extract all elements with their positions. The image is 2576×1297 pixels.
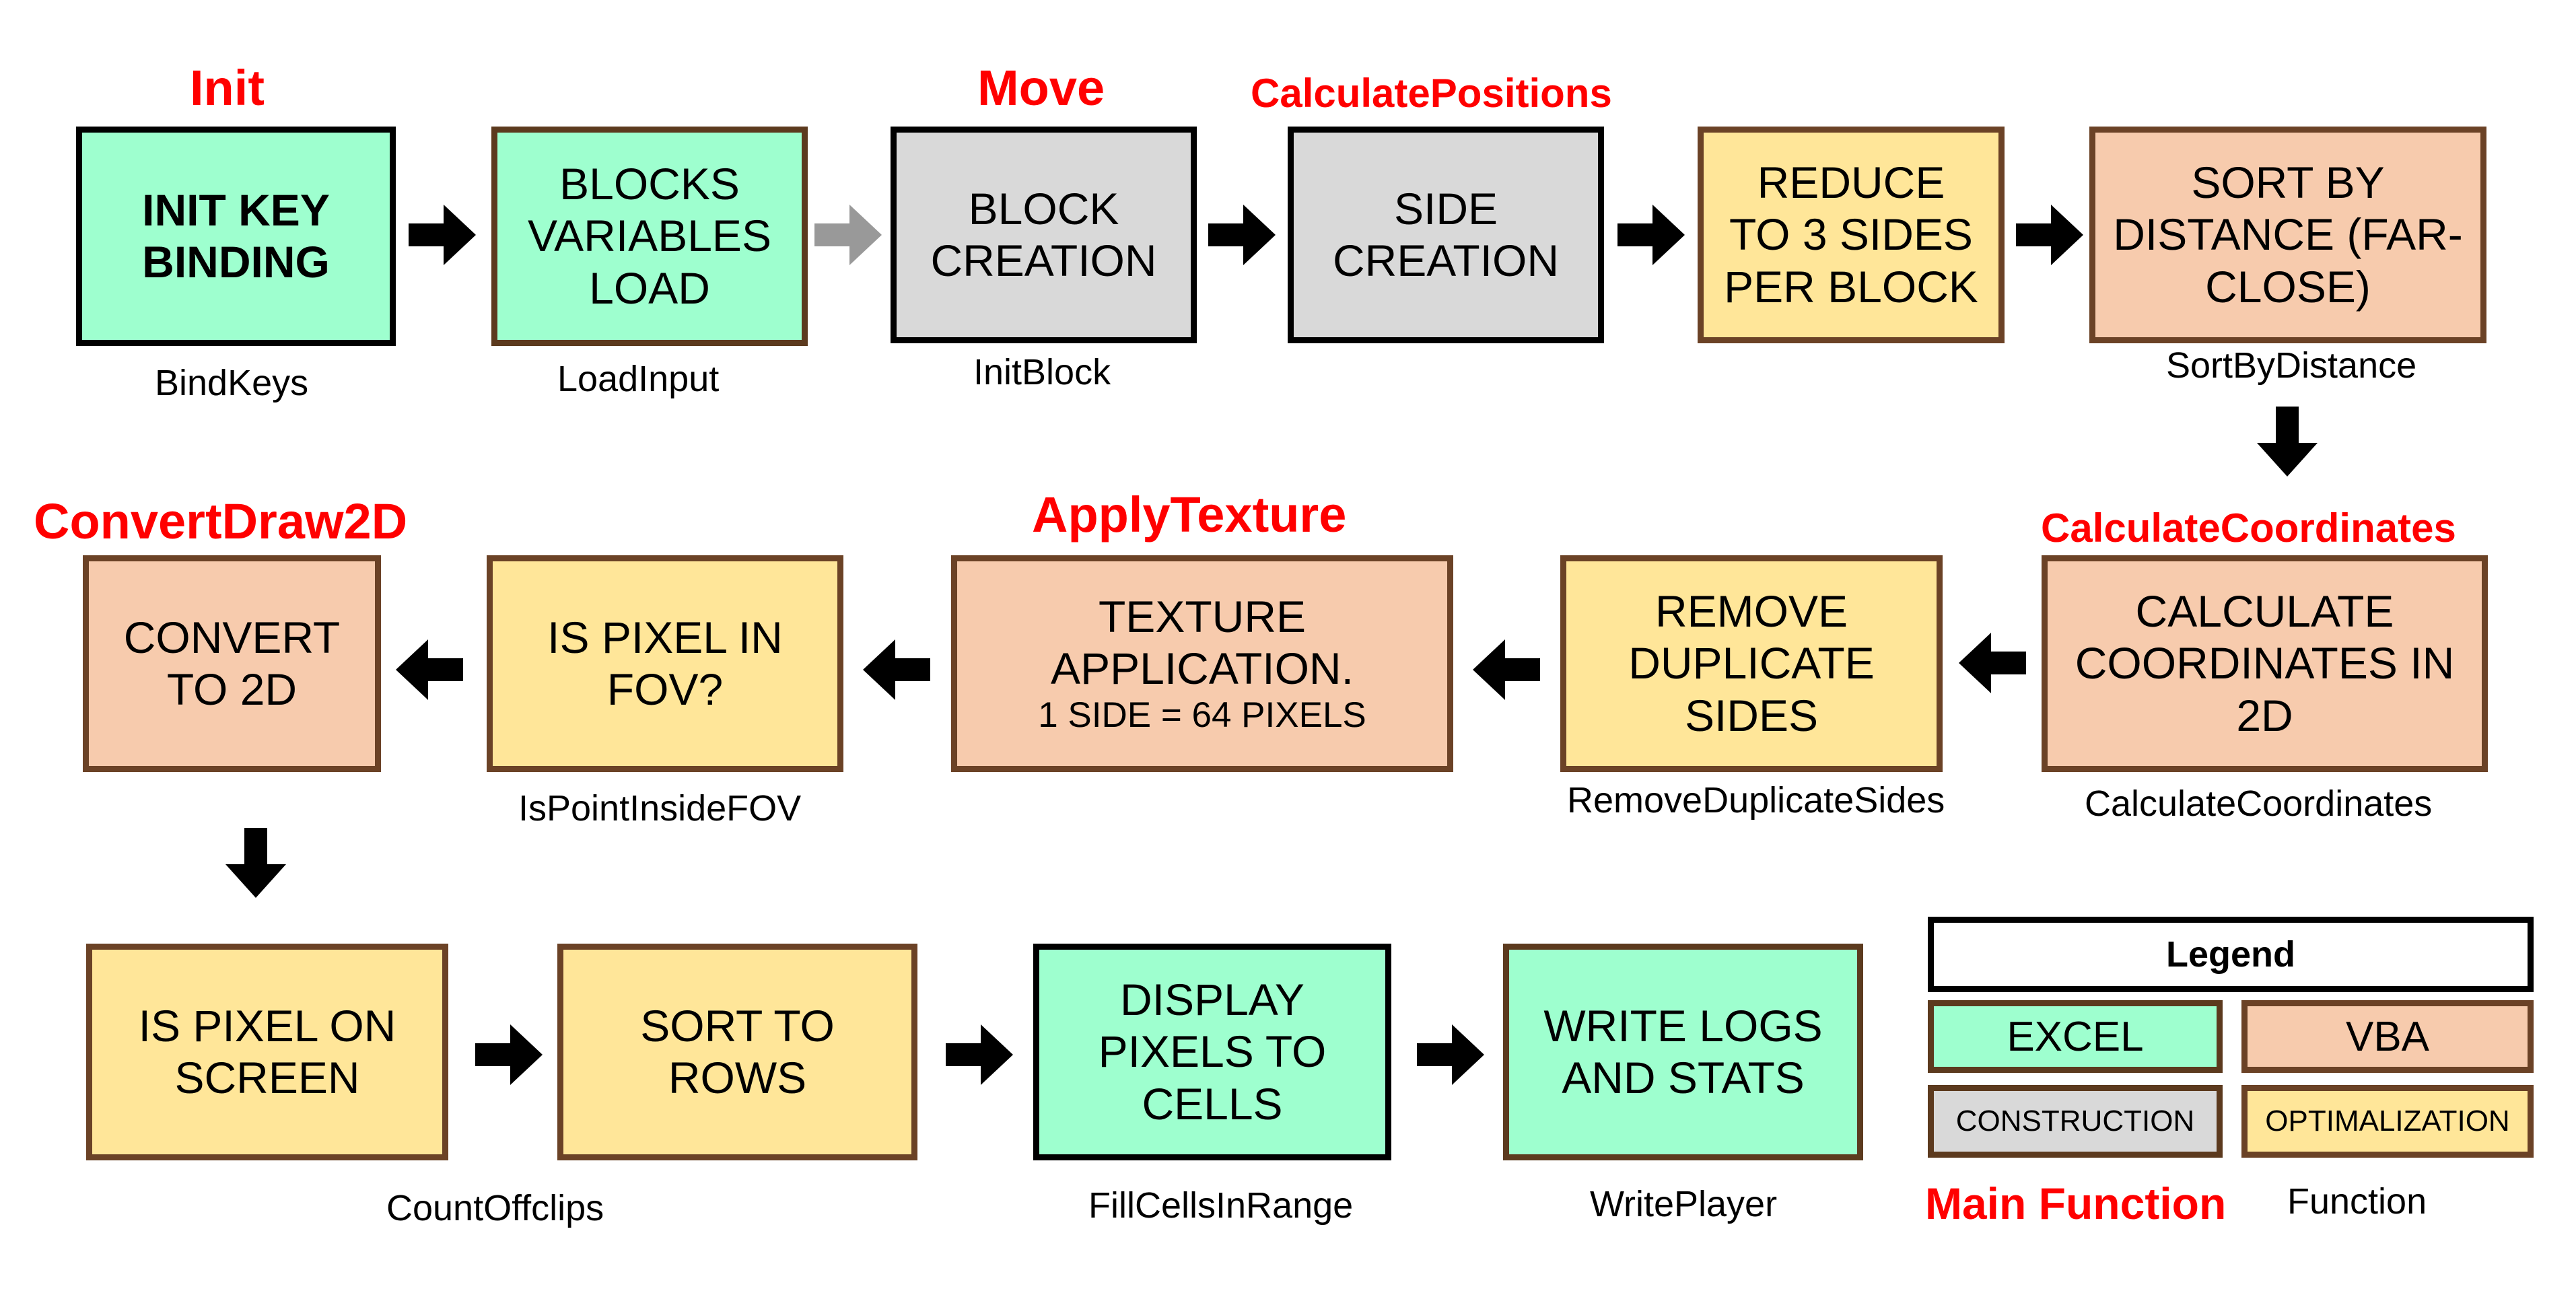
step-line: LOAD: [589, 262, 710, 313]
step-is-pixel-in-fov: IS PIXEL IN FOV?: [487, 555, 843, 772]
step-line: REDUCE: [1757, 157, 1945, 208]
step-display-pixels: DISPLAY PIXELS TO CELLS: [1033, 944, 1391, 1160]
legend-optimalization: OPTIMALIZATION: [2241, 1085, 2534, 1158]
step-line: WRITE LOGS: [1543, 1000, 1823, 1051]
step-reduce-sides: REDUCE TO 3 SIDES PER BLOCK: [1698, 127, 2005, 343]
step-line: CREATION: [1332, 236, 1560, 285]
step-line: PER BLOCK: [1724, 261, 1978, 312]
step-sort-by-distance: SORT BY DISTANCE (FAR- CLOSE): [2089, 127, 2486, 343]
function-label-loadinput: LoadInput: [557, 359, 720, 399]
step-line: VARIABLES: [528, 211, 771, 261]
main-function-calculate-coordinates: CalculateCoordinates: [2041, 505, 2456, 551]
step-calculate-coordinates: CALCULATE COORDINATES IN 2D: [2042, 555, 2488, 772]
step-line: TO 3 SIDES: [1729, 209, 1973, 260]
arrow-down-icon: [225, 828, 286, 898]
main-function-apply-texture: ApplyTexture: [1032, 487, 1347, 542]
step-line: CONVERT: [123, 612, 341, 662]
step-line: CLOSE): [2205, 261, 2371, 312]
step-line: COORDINATES IN: [2075, 638, 2455, 689]
arrow-right-icon: [1208, 205, 1276, 265]
step-line: PIXELS TO: [1098, 1026, 1327, 1077]
step-line: AND STATS: [1562, 1053, 1805, 1102]
arrow-down-icon: [2257, 407, 2318, 477]
step-line: SCREEN: [174, 1053, 360, 1102]
arrow-right-icon: [1617, 205, 1685, 265]
step-blocks-variables-load: BLOCKS VARIABLES LOAD: [491, 127, 808, 346]
step-sort-to-rows: SORT TO ROWS: [557, 944, 917, 1160]
main-function-calculate-positions: CalculatePositions: [1251, 71, 1612, 116]
step-line: DISTANCE (FAR-: [2113, 209, 2463, 260]
step-write-logs: WRITE LOGS AND STATS: [1503, 944, 1863, 1160]
arrow-right-icon: [946, 1024, 1013, 1085]
function-label-ispointinsidefov: IsPointInsideFOV: [518, 788, 802, 829]
arrow-right-icon: [409, 205, 476, 265]
legend-excel: EXCEL: [1928, 1000, 2223, 1073]
step-line: REMOVE: [1655, 586, 1848, 637]
step-line: IS PIXEL IN: [547, 612, 783, 662]
step-line: CALCULATE: [2135, 586, 2394, 637]
function-label-removeduplicatesides: RemoveDuplicateSides: [1567, 780, 1945, 820]
step-line: TEXTURE: [1098, 591, 1307, 641]
step-line: TO 2D: [166, 664, 298, 714]
step-line: CELLS: [1142, 1078, 1283, 1129]
arrow-right-icon: [475, 1024, 543, 1085]
function-label-fillcellsinrange: FillCellsInRange: [1088, 1185, 1354, 1226]
step-line: BINDING: [142, 237, 330, 287]
legend-vba: VBA: [2241, 1000, 2534, 1073]
step-texture-application: TEXTURE APPLICATION. 1 SIDE = 64 PIXELS: [951, 555, 1453, 772]
step-line: DUPLICATE: [1628, 638, 1875, 689]
arrow-left-icon: [863, 639, 930, 700]
step-init-key-binding: INIT KEY BINDING: [76, 127, 396, 346]
step-line: DISPLAY: [1120, 975, 1304, 1025]
arrow-right-icon: [814, 205, 882, 265]
step-line: APPLICATION.: [1051, 643, 1354, 693]
step-note: 1 SIDE = 64 PIXELS: [1038, 695, 1366, 736]
step-line: CREATION: [930, 236, 1157, 285]
legend-title: Legend: [1928, 917, 2534, 992]
function-label-countoffclips: CountOffclips: [386, 1188, 604, 1228]
step-line: BLOCKS: [559, 159, 740, 209]
legend-main-function: Main Function: [1925, 1179, 2227, 1228]
arrow-right-icon: [2016, 205, 2083, 265]
step-line: FOV?: [606, 664, 724, 714]
step-remove-duplicate-sides: REMOVE DUPLICATE SIDES: [1560, 555, 1943, 772]
step-is-pixel-on-screen: IS PIXEL ON SCREEN: [86, 944, 448, 1160]
arrow-right-icon: [1417, 1024, 1484, 1085]
main-function-convert-draw-2d: ConvertDraw2D: [34, 493, 408, 549]
step-line: IS PIXEL ON: [138, 1000, 396, 1051]
legend-function: Function: [2287, 1181, 2427, 1222]
step-side-creation: SIDE CREATION: [1288, 127, 1604, 343]
main-function-init: Init: [190, 60, 265, 116]
step-convert-to-2d: CONVERT TO 2D: [83, 555, 381, 772]
function-label-writeplayer: WritePlayer: [1590, 1184, 1778, 1224]
step-line: SIDES: [1684, 690, 1819, 740]
step-line: INIT KEY: [142, 184, 330, 235]
arrow-left-icon: [1473, 639, 1540, 700]
step-line: SIDE: [1393, 183, 1498, 234]
step-line: 2D: [2236, 690, 2293, 740]
step-line: SORT TO: [640, 1000, 835, 1051]
function-label-sortbydistance: SortByDistance: [2166, 345, 2417, 386]
step-line: BLOCK: [968, 183, 1119, 234]
main-function-move: Move: [977, 60, 1105, 116]
step-line: ROWS: [668, 1053, 807, 1102]
legend-construction: CONSTRUCTION: [1928, 1085, 2223, 1158]
arrow-left-icon: [396, 639, 463, 700]
step-line: SORT BY: [2191, 157, 2385, 208]
function-label-calculatecoordinates: CalculateCoordinates: [2085, 783, 2433, 824]
function-label-bindkeys: BindKeys: [155, 363, 309, 403]
function-label-initblock: InitBlock: [973, 352, 1111, 392]
arrow-left-icon: [1959, 633, 2026, 693]
step-block-creation: BLOCK CREATION: [891, 127, 1197, 343]
